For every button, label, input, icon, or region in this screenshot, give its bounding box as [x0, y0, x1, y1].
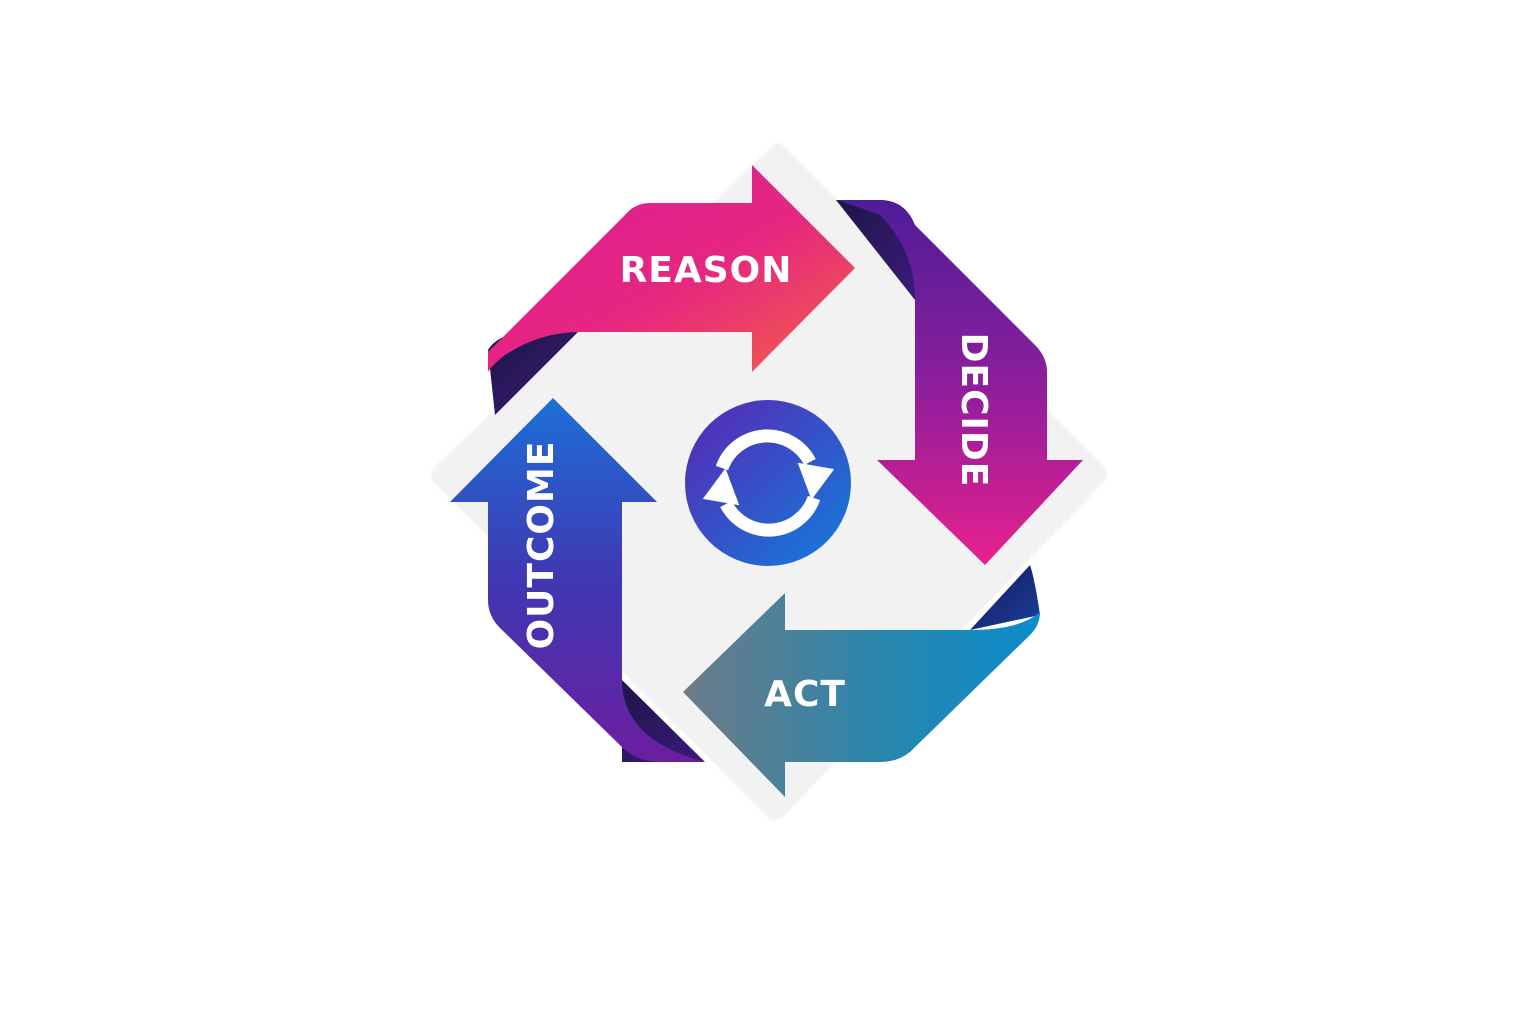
outcome-arrow: OUTCOME — [450, 398, 705, 762]
decide-arrow: DECIDE — [838, 200, 1083, 565]
reason-arrow: REASON — [488, 165, 855, 372]
act-label: ACT — [764, 674, 846, 715]
decide-label: DECIDE — [953, 333, 994, 488]
refresh-cycle-icon — [685, 400, 851, 566]
act-arrow: ACT — [683, 593, 1040, 797]
outcome-label: OUTCOME — [521, 441, 562, 650]
fold-bottom-right — [970, 565, 1040, 630]
reason-label: REASON — [620, 250, 793, 291]
fold-top-left — [488, 330, 580, 415]
